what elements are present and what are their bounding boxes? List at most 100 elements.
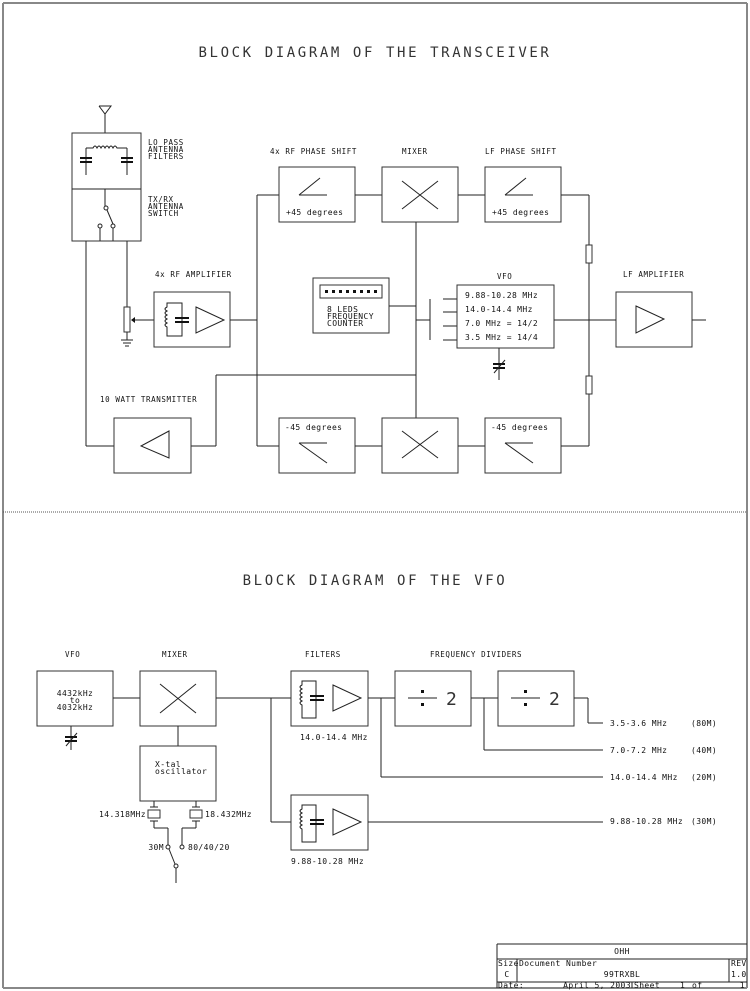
led-dot	[360, 290, 363, 293]
crystal-left-label: 14.318MHz	[99, 810, 146, 819]
led-dot	[325, 290, 328, 293]
potentiometer-icon	[121, 306, 154, 347]
amplifier-triangle-icon	[332, 808, 363, 836]
led-dot	[374, 290, 377, 293]
oscillator-label-2: oscillator	[155, 767, 207, 776]
vfo-line-4: 3.5 MHz = 14/4	[465, 333, 538, 342]
antenna-filter-label-1: LO PASS	[148, 138, 184, 147]
rf-phase-shift-minus45-block	[278, 417, 356, 474]
phase-minus-icon	[504, 442, 534, 464]
lowpass-filter-icon	[80, 145, 133, 175]
rf-plus45-text: +45 degrees	[286, 208, 343, 217]
lc-tank-icon	[299, 804, 324, 843]
dividers-label: FREQUENCY DIVIDERS	[430, 650, 522, 659]
phase-plus-icon	[504, 177, 533, 196]
lf-amplifier-block	[615, 291, 693, 348]
switch-30m-label: 30M	[148, 843, 164, 852]
company-name: OHH	[614, 947, 630, 956]
doc-number: 99TRXBL	[604, 970, 641, 979]
transmitter-label: 10 WATT TRANSMITTER	[100, 395, 197, 404]
output-20m-freq: 14.0-14.4 MHz	[610, 773, 678, 782]
lf-amplifier-label: LF AMPLIFIER	[623, 270, 684, 279]
mixer-x-icon	[401, 180, 439, 210]
crystal-icon	[147, 801, 169, 845]
vfo-range-3: 4032kHz	[57, 703, 94, 712]
switch-label-3: SWITCH	[148, 209, 179, 218]
rev-value: 1.0	[731, 970, 747, 979]
divider-2-value: 2	[549, 689, 560, 710]
doc-number-label: Document Number	[519, 959, 597, 968]
led-dot	[346, 290, 349, 293]
counter-label-1: 8 LEDS	[327, 305, 358, 314]
title-block	[496, 943, 747, 988]
divide-icon	[511, 690, 540, 706]
led-dot	[339, 290, 342, 293]
phase-minus-icon	[298, 442, 328, 464]
band-switch-icon	[165, 844, 185, 883]
divider-1-value: 2	[446, 689, 457, 710]
date-value: April 5, 2003	[563, 981, 631, 990]
sheet-label: Sheet	[634, 981, 660, 990]
crystal-right-label: 18.432MHz	[205, 810, 252, 819]
output-80m-band: (80M)	[691, 719, 717, 728]
led-dot	[367, 290, 370, 293]
resistor-icon	[585, 375, 593, 395]
vfo-range-1: 4432kHz	[57, 689, 94, 698]
lc-tank-icon	[164, 302, 189, 337]
mixer-bottom-block	[381, 417, 459, 474]
lf-phase-shift-minus45-block	[484, 417, 562, 474]
variable-capacitor-icon	[493, 348, 506, 380]
amplifier-triangle-icon	[195, 306, 226, 334]
vfo-range-2: to	[70, 696, 80, 705]
size-label: Size	[498, 959, 519, 968]
lf-phase-shift-label: LF PHASE SHIFT	[485, 147, 557, 156]
antenna-filter-label-2: ANTENNA	[148, 145, 184, 154]
output-20m-band: (20M)	[691, 773, 717, 782]
output-40m-freq: 7.0-7.2 MHz	[610, 746, 667, 755]
led-dot	[353, 290, 356, 293]
date-label: Date:	[498, 981, 524, 990]
lc-tank-icon	[299, 680, 324, 719]
vfo-diagram-title: BLOCK DIAGRAM OF THE VFO	[243, 573, 508, 589]
filter-20m-block	[290, 670, 369, 727]
rf-minus45-text: -45 degrees	[285, 423, 342, 432]
amplifier-triangle-icon	[635, 305, 666, 334]
switch-label-1: TX/RX	[148, 195, 174, 204]
divide-icon	[408, 690, 437, 706]
vfo-label: VFO	[497, 272, 512, 281]
led-dots-icon	[325, 290, 377, 293]
oscillator-label-1: X-tal	[155, 760, 181, 769]
vfo2-label: VFO	[65, 650, 80, 659]
vfo-line-3: 7.0 MHz = 14/2	[465, 319, 538, 328]
rf-amplifier-label: 4x RF AMPLIFIER	[155, 270, 232, 279]
mixer-x-icon	[159, 683, 197, 714]
output-30m-freq: 9.88-10.28 MHz	[610, 817, 683, 826]
output-80m-freq: 3.5-3.6 MHz	[610, 719, 667, 728]
filter-20m-band: 14.0-14.4 MHz	[300, 733, 368, 742]
lf-minus45-text: -45 degrees	[491, 423, 548, 432]
tx-rx-switch-icon	[97, 189, 116, 241]
switch-label-2: ANTENNA	[148, 202, 184, 211]
antenna-filter-label-3: FILTERS	[148, 152, 184, 161]
mixer-x-icon	[401, 430, 439, 459]
filters-label: FILTERS	[305, 650, 341, 659]
vfo2-block	[36, 670, 114, 727]
filter-30m-block	[290, 794, 369, 851]
counter-label-3: COUNTER	[327, 319, 364, 328]
rf-phase-shift-label: 4x RF PHASE SHIFT	[270, 147, 357, 156]
variable-capacitor-icon	[65, 726, 78, 750]
antenna-filter-switch-block	[71, 132, 142, 242]
lf-plus45-text: +45 degrees	[492, 208, 549, 217]
crystal-icon	[181, 801, 203, 845]
led-display	[319, 284, 383, 299]
vfo-line-2: 14.0-14.4 MHz	[465, 305, 533, 314]
transmit-triangle-icon	[139, 430, 170, 459]
counter-label-2: FREQUENCY	[327, 312, 374, 321]
vfo-line-1: 9.88-10.28 MHz	[465, 291, 538, 300]
vfo-block	[456, 284, 555, 349]
led-dot	[332, 290, 335, 293]
filter-30m-band: 9.88-10.28 MHz	[291, 857, 364, 866]
antenna-icon	[98, 105, 112, 133]
switch-80-40-20-label: 80/40/20	[188, 843, 230, 852]
